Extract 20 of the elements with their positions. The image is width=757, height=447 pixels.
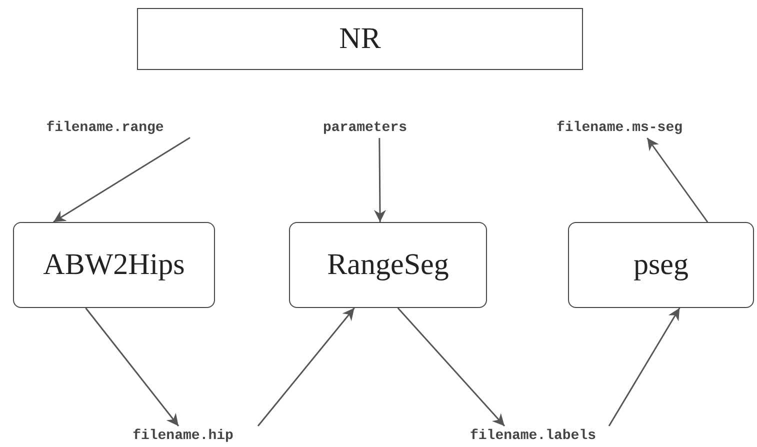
- arrow: [397, 308, 506, 426]
- file-label: filename.hip: [132, 428, 234, 444]
- arrow: [53, 136, 190, 223]
- file-label: filename.ms-seg: [556, 120, 683, 136]
- process-box: [289, 222, 487, 308]
- file-label: parameters: [322, 120, 407, 136]
- file-label: filename.labels: [470, 428, 596, 444]
- arrow: [608, 308, 680, 426]
- box-label: ABW2Hips: [43, 248, 185, 282]
- arrow: [85, 308, 180, 426]
- box-label: pseg: [634, 248, 688, 282]
- arrow: [374, 138, 386, 222]
- arrow: [257, 308, 355, 426]
- arrow: [646, 138, 708, 222]
- box-label: NR: [339, 22, 381, 56]
- process-box: [137, 8, 583, 70]
- process-box: [568, 222, 754, 308]
- file-label: filename.range: [46, 120, 164, 136]
- process-box: [13, 222, 215, 308]
- box-label: RangeSeg: [327, 248, 449, 282]
